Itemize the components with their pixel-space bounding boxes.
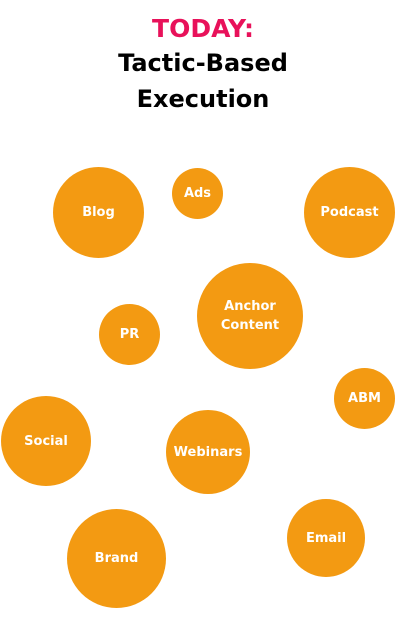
bubble-email: Email — [287, 499, 365, 577]
bubble-webinars: Webinars — [166, 410, 250, 494]
bubble-abm: ABM — [334, 368, 395, 429]
bubble-label-webinars: Webinars — [173, 444, 243, 460]
heading-title-line-1: Tactic-Based — [118, 49, 288, 77]
bubble-podcast: Podcast — [304, 167, 395, 258]
bubble-label-ads: Ads — [183, 186, 212, 201]
bubble-label-anchor-content: Anchor Content — [220, 299, 280, 333]
bubble-pr: PR — [99, 304, 160, 365]
bubble-label-brand: Brand — [94, 551, 139, 566]
bubble-label-abm: ABM — [348, 391, 381, 406]
bubble-ads: Ads — [172, 168, 223, 219]
bubble-label-blog: Blog — [82, 205, 115, 220]
bubble-anchor-content: Anchor Content — [197, 263, 303, 369]
bubble-social: Social — [1, 396, 91, 486]
heading-today: TODAY: — [152, 14, 254, 43]
bubble-blog: Blog — [53, 167, 144, 258]
bubble-label-social: Social — [24, 433, 68, 449]
bubble-label-email: Email — [305, 530, 347, 546]
bubble-label-podcast: Podcast — [320, 205, 379, 220]
heading-title-line-2: Execution — [136, 85, 270, 113]
bubble-label-pr: PR — [119, 327, 140, 342]
bubble-brand: Brand — [67, 509, 166, 608]
